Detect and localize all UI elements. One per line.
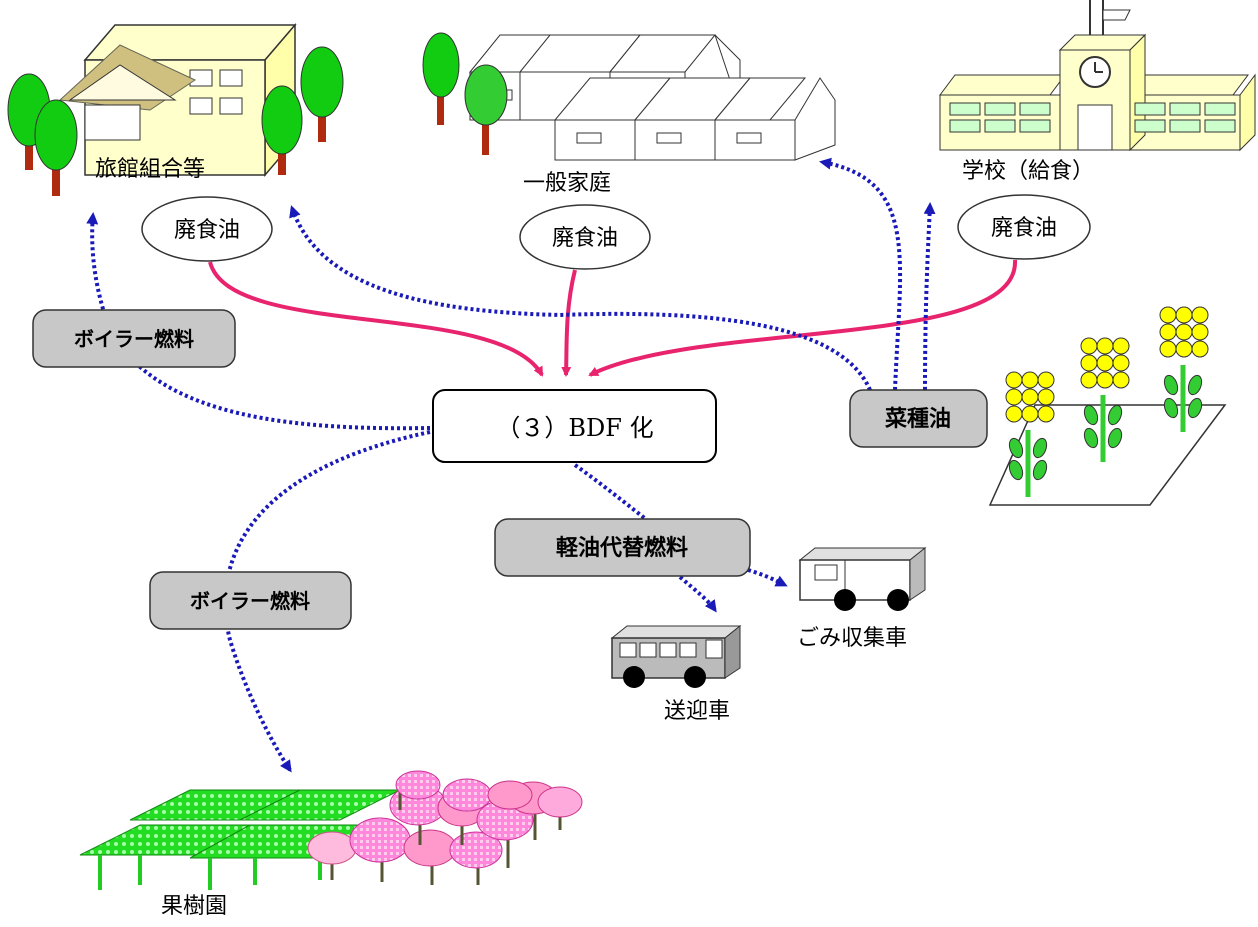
garbage-truck-label: ごみ収集車	[797, 626, 907, 651]
tree-icon	[464, 64, 508, 155]
blossom-tree-icon	[403, 829, 457, 885]
shuttle-bus-icon	[610, 624, 742, 688]
boiler-fuel-label: ボイラー燃料	[74, 327, 194, 351]
boiler-fuel-label: ボイラー燃料	[190, 589, 310, 613]
waste-oil-arrows	[208, 259, 1018, 377]
fuel-arrow	[819, 157, 903, 391]
garbage-truck-icon	[798, 546, 927, 611]
fuel-arrow	[289, 205, 872, 391]
tree-icon	[261, 85, 303, 175]
blossom-tree-icon	[395, 770, 441, 810]
fuel-arrow	[923, 202, 936, 391]
rapeseed-oil-box: 菜種油	[849, 389, 988, 448]
tree-icon	[300, 46, 344, 142]
blossom-tree-icon	[449, 831, 503, 885]
waste-oil-bubble-ryokan: 廃食油	[141, 196, 273, 262]
fuel-arrow	[747, 568, 788, 587]
school-label: 学校（給食）	[962, 159, 1094, 184]
diesel-alternative-box: 軽油代替燃料	[494, 518, 751, 577]
fuel-arrow	[678, 575, 717, 613]
blossom-tree-icon	[487, 780, 533, 810]
rapeseed-flower-icon	[1080, 337, 1130, 462]
waste-oil-label: 廃食油	[174, 218, 240, 243]
rapeseed-flower-icon	[1005, 371, 1055, 497]
rapeseed-flower-icon	[1159, 306, 1209, 432]
orchard-illustration	[79, 770, 583, 890]
blossom-tree-icon	[537, 786, 583, 830]
diesel-alternative-label: 軽油代替燃料	[556, 535, 688, 561]
house-icon	[713, 77, 836, 161]
blossom-tree-icon	[307, 831, 357, 880]
waste-oil-bubble-household: 廃食油	[519, 204, 651, 270]
school-illustration	[939, 0, 1256, 152]
waste-oil-label: 廃食油	[991, 216, 1057, 241]
bdf-conversion-box: （３）BDF 化	[432, 389, 717, 463]
house-icon	[633, 77, 752, 161]
bdf-conversion-label: （３）BDF 化	[496, 414, 653, 442]
waste-oil-arrow	[561, 269, 577, 377]
tree-icon	[34, 99, 78, 196]
waste-oil-arrow	[208, 261, 544, 377]
rapeseed-oil-label: 菜種油	[884, 407, 951, 432]
household-label: 一般家庭	[523, 171, 611, 196]
boiler-fuel-box-bottom: ボイラー燃料	[149, 571, 352, 630]
waste-oil-bubble-school: 廃食油	[957, 194, 1091, 260]
ryokan-label: 旅館組合等	[95, 157, 205, 182]
clock-icon	[1079, 56, 1111, 88]
boiler-fuel-box-top: ボイラー燃料	[32, 309, 236, 368]
orchard-label: 果樹園	[161, 894, 227, 919]
ryokan-illustration	[7, 22, 344, 196]
blossom-tree-icon	[442, 778, 492, 812]
tree-icon	[422, 32, 460, 125]
waste-oil-label: 廃食油	[552, 226, 618, 251]
shuttle-label: 送迎車	[664, 699, 730, 724]
rapeseed-field-illustration	[988, 306, 1227, 506]
household-illustration	[422, 32, 836, 161]
waste-oil-arrow	[588, 259, 1018, 377]
blossom-tree-icon	[349, 817, 411, 882]
